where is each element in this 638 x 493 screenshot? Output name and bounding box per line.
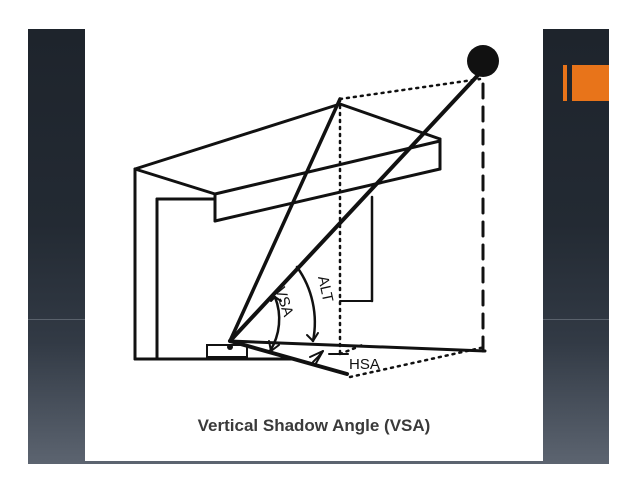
shadow-line	[228, 339, 349, 376]
diagram-drawing: ALT VSA HSA	[133, 45, 499, 379]
vsa-line	[228, 97, 342, 343]
observer-point	[206, 344, 248, 358]
accent-square-icon	[572, 65, 609, 101]
diagram-caption: Vertical Shadow Angle (VSA)	[197, 416, 431, 435]
wall	[133, 167, 297, 361]
vsa-label: VSA	[271, 285, 296, 319]
alt-arc	[295, 265, 317, 343]
sun-icon	[467, 45, 499, 77]
horizontal-projection	[228, 339, 487, 353]
overhang	[133, 102, 442, 223]
sun-ray	[228, 71, 482, 343]
accent-bar	[563, 65, 567, 101]
shading-diagram: ALT VSA HSA Vertical Shadow Angle (VSA)	[85, 29, 543, 461]
slide-background: ALT VSA HSA Vertical Shadow Angle (VSA)	[28, 29, 609, 464]
hsa-label: HSA	[349, 356, 380, 373]
vsa-arc	[268, 295, 281, 353]
construction-dotted	[338, 77, 487, 379]
alt-label: ALT	[314, 274, 336, 303]
